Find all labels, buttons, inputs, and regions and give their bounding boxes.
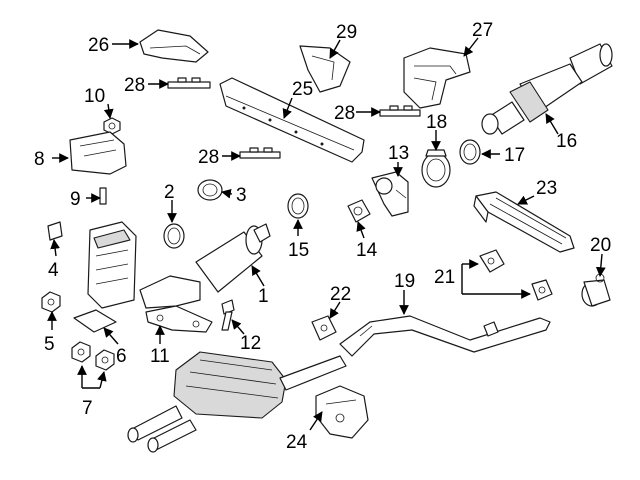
nut-7b [95,349,115,371]
callout-15: 15 [288,240,309,261]
callout-labels: 26 28 28 28 25 29 27 16 17 18 13 14 15 2… [34,20,611,453]
nut-5 [41,291,61,313]
clamp-13 [371,171,409,217]
callout-3: 3 [236,185,247,206]
crossmember-23 [473,191,575,253]
callout-19: 19 [394,271,415,292]
callout-2: 2 [164,182,175,203]
callout-12: 12 [240,333,261,354]
callout-5: 5 [44,334,55,355]
flange-18 [421,149,451,188]
callout-23: 23 [536,178,557,199]
callout-4: 4 [48,260,59,281]
hanger-21-lower [531,279,553,301]
flange-11 [145,305,213,333]
hanger-21-upper [479,249,505,273]
gasket-17 [459,139,481,165]
rear-pipe-19 [339,315,551,357]
nut-10 [103,117,121,135]
callout-11: 11 [150,346,170,367]
callout-21: 21 [434,267,455,288]
gasket-2 [163,223,185,249]
clamp-14 [347,199,371,223]
heat-shield-8 [69,131,127,175]
callout-9: 9 [70,189,81,210]
clip-28-lower [239,147,281,159]
callout-22: 22 [330,284,351,305]
callout-29: 29 [336,22,357,43]
callout-6: 6 [116,346,127,367]
front-pipe-16 [481,43,613,135]
callout-26: 26 [88,35,109,56]
stud-9 [99,187,107,205]
callout-18: 18 [426,112,447,133]
callout-16: 16 [556,131,577,152]
clamp-20 [581,273,611,307]
heat-shield-25 [219,77,365,163]
callout-13: 13 [388,143,409,164]
callout-7: 7 [82,398,93,419]
leader-lines [47,37,606,431]
converter-pipe-1 [139,223,271,309]
ring-3 [197,179,223,201]
gasket-15 [287,193,309,219]
callout-14: 14 [356,240,378,261]
callout-28-lower: 28 [198,147,219,168]
bolt-12 [221,299,235,331]
callout-8: 8 [34,149,45,170]
callout-24: 24 [286,432,308,453]
heat-shield-26 [139,29,209,63]
catalytic-converter-manifold [87,221,137,309]
hanger-22 [311,315,337,341]
clip-28-middle [379,105,421,117]
nut-7a [71,341,91,363]
heat-shield-27 [403,47,471,109]
clip-28-upper [167,77,211,89]
bracket-24 [315,385,369,439]
callout-17: 17 [504,145,525,166]
callout-28-upper: 28 [124,75,145,96]
callout-28-middle: 28 [334,103,355,124]
gasket-6 [73,309,117,333]
callout-20: 20 [590,235,611,256]
callout-10: 10 [84,86,105,107]
rear-muffler [127,351,347,453]
clip-4 [47,221,63,241]
callout-25: 25 [292,79,313,100]
callout-27: 27 [472,20,493,41]
callout-1: 1 [258,286,269,307]
